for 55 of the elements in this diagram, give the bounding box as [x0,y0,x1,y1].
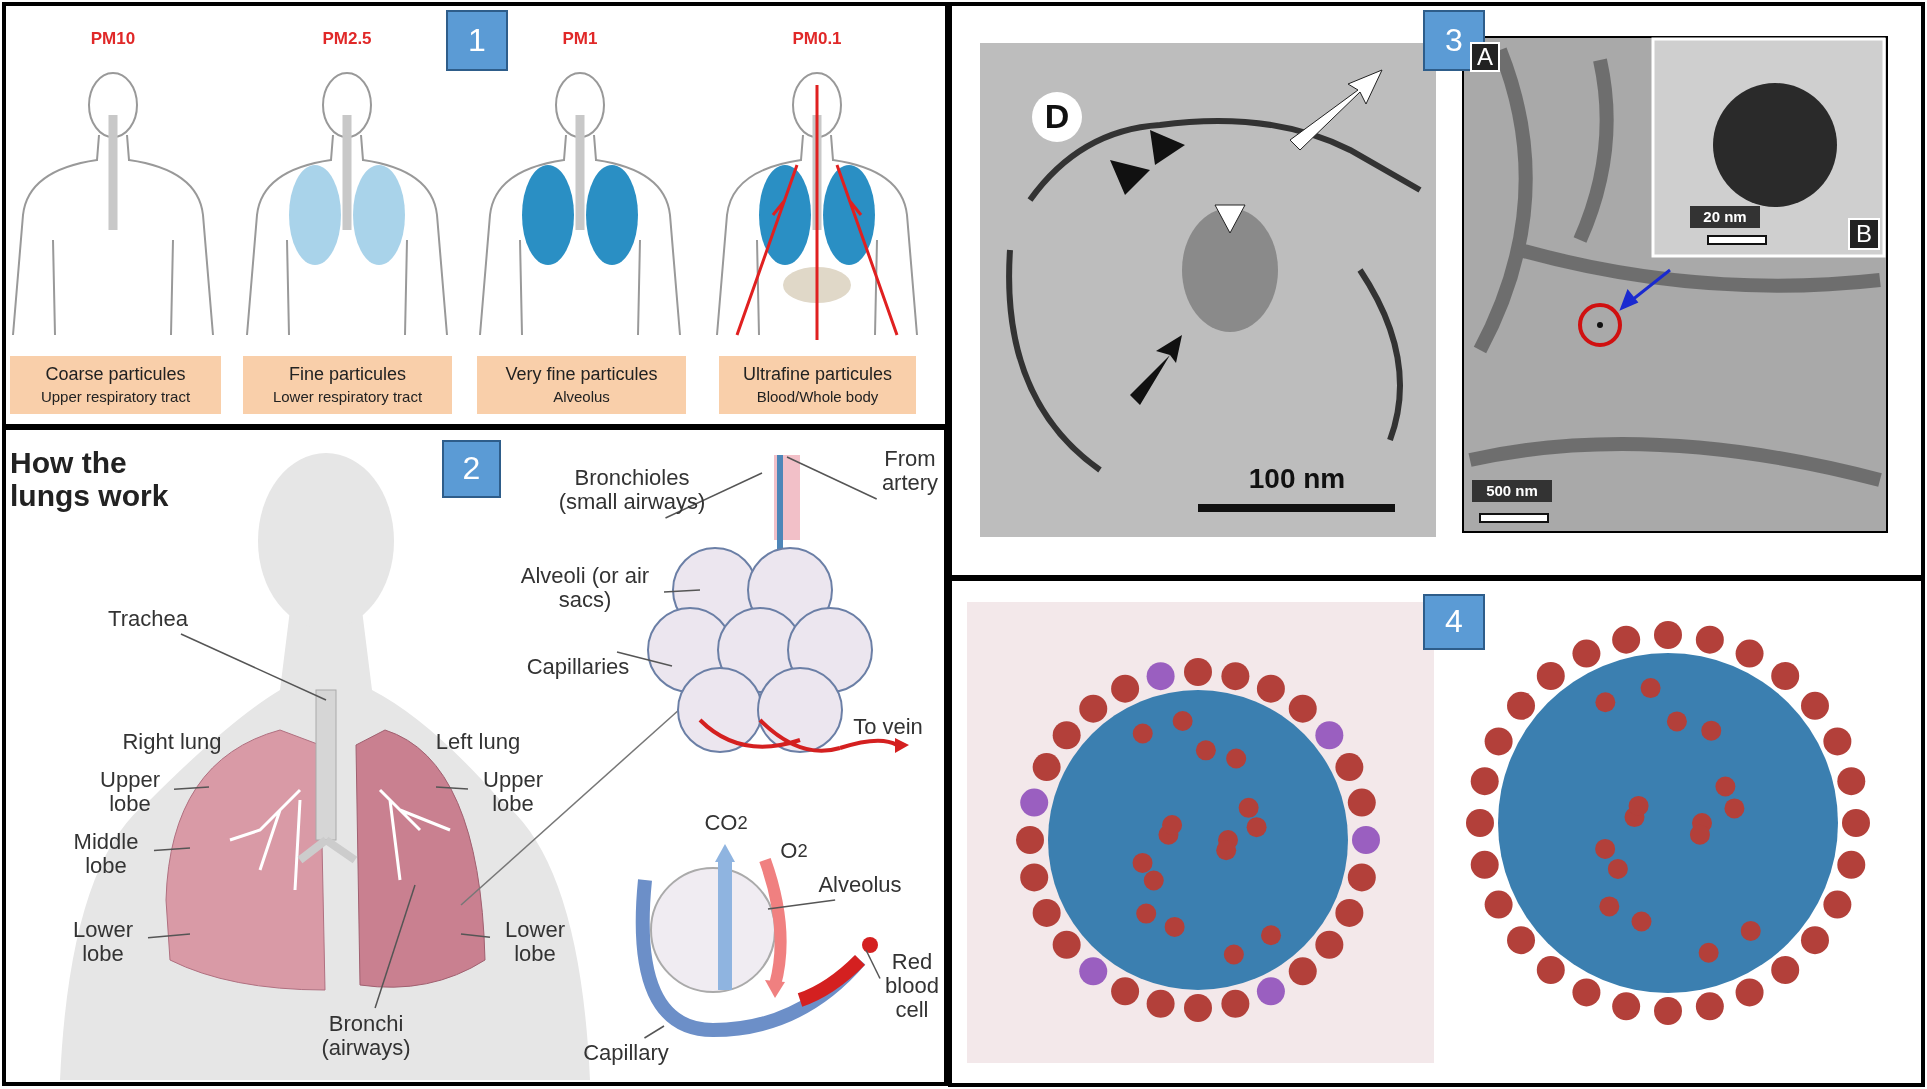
part-label: Alveoli (or air sacs) [506,560,664,616]
leader-line [643,1025,665,1039]
leader-line [460,933,491,938]
deposition-site-text: Upper respiratory tract [40,388,191,406]
part-label: Bronchioles (small airways) [548,462,716,518]
scale-label: 100 nm [1247,462,1347,496]
size-class-text: Coarse particules [45,364,186,385]
leader-line [664,472,763,519]
leader-line [865,949,881,980]
part-label: Upper lobe [468,764,558,820]
leader-line [663,589,701,593]
panel-number: 4 [1423,594,1485,650]
panel-number: 1 [446,10,508,71]
part-label: Lower lobe [58,914,148,970]
panel-title: How the lungs work [10,445,170,513]
panel-letter: A [1470,42,1500,72]
part-label: Bronchi (airways) [310,1008,422,1064]
leader-line [786,456,878,500]
panel-letter: B [1848,218,1880,250]
size-fraction-label: PM10 [89,27,137,50]
part-label: Lower lobe [490,914,580,970]
part-label: Capillary [566,1038,686,1068]
particle-size-box [477,356,686,414]
part-label: Upper lobe [86,764,174,820]
deposition-site-text: Lower respiratory tract [272,388,423,406]
part-label: From artery [876,443,944,499]
part-label: Right lung [121,728,223,756]
size-class-text: Ultrafine particules [742,364,893,385]
leader-line [153,847,191,852]
leader-line [180,633,327,701]
size-fraction-label: PM2.5 [321,27,373,50]
size-fraction-label: PM1 [561,27,599,50]
particle-size-box [243,356,452,414]
scale-label: 20 nm [1690,206,1760,228]
size-class-text: Fine particules [288,364,407,385]
leader-line [435,786,469,790]
particle-size-box [719,356,916,414]
part-label: Left lung [434,728,522,756]
size-fraction-label: PM0.1 [791,27,843,50]
part-label: Capillaries [508,652,648,682]
leader-line [616,651,673,667]
part-label: Red blood cell [880,942,944,1030]
particle-size-box [10,356,221,414]
deposition-site-text: Alveolus [553,388,610,406]
scale-label: 500 nm [1472,480,1552,502]
deposition-site-text: Blood/Whole body [756,388,879,406]
panel-number: 2 [442,440,501,498]
leader-line [767,899,836,910]
leader-line [147,933,191,939]
part-label: Alveolus [800,870,920,900]
part-label: Trachea [98,604,198,634]
part-label: To vein [852,713,924,741]
size-class-text: Very fine particules [505,364,658,385]
leader-line [173,786,210,790]
part-label: Middle lobe [58,826,154,882]
